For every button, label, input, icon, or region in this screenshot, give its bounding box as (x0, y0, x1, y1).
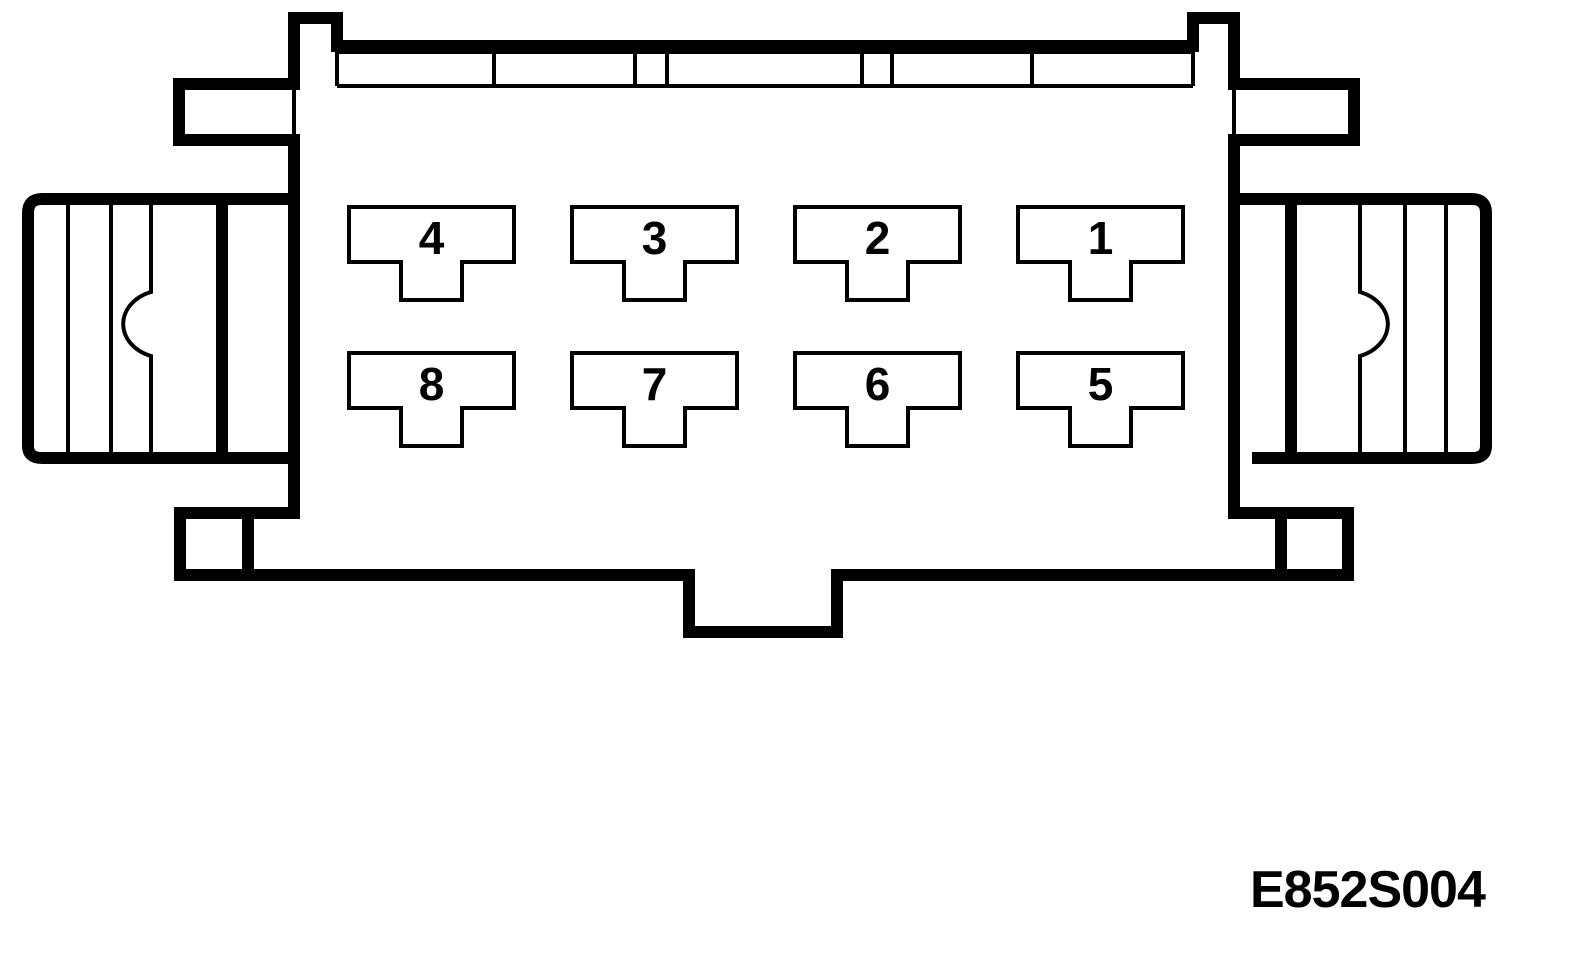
terminal-cavity-8 (347, 351, 516, 448)
right-latch (1240, 193, 1492, 464)
pin-number-8: 8 (419, 358, 445, 410)
terminal-cavity-4 (347, 205, 516, 302)
reference-code: E852S004 (1250, 861, 1486, 919)
pin-number-6: 6 (865, 358, 891, 410)
terminal-cavity-2 (793, 205, 962, 302)
terminal-cavity-6 (793, 351, 962, 448)
pin-number-2: 2 (865, 212, 891, 264)
pin-number-3: 3 (642, 212, 668, 264)
left-latch (22, 193, 294, 464)
pin-number-5: 5 (1088, 358, 1114, 410)
pin-number-1: 1 (1088, 212, 1114, 264)
terminal-cavity-3 (570, 205, 739, 302)
terminal-cavity-5 (1016, 351, 1185, 448)
pin-number-7: 7 (642, 358, 668, 410)
terminal-cavity-1 (1016, 205, 1185, 302)
terminal-cavities: 4 3 2 1 8 7 6 5 (347, 205, 1185, 448)
terminal-cavity-7 (570, 351, 739, 448)
pin-number-4: 4 (419, 212, 445, 264)
connector-housing (173, 12, 1360, 638)
top-rail (335, 50, 1195, 88)
